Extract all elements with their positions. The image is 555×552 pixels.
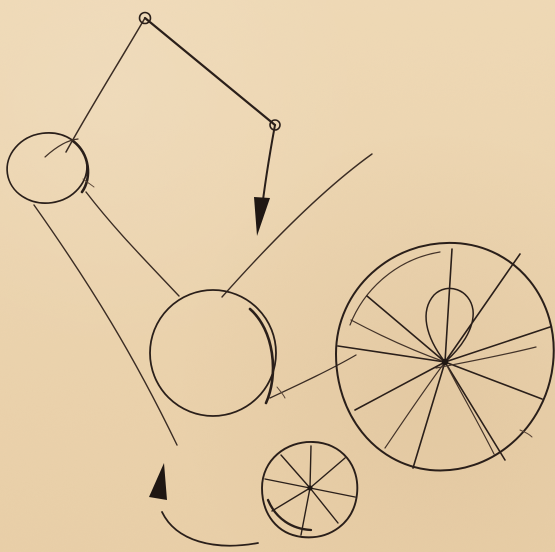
sketch-canvas bbox=[0, 0, 555, 552]
kinetic-sketch bbox=[0, 0, 555, 552]
paper-texture bbox=[0, 0, 555, 552]
